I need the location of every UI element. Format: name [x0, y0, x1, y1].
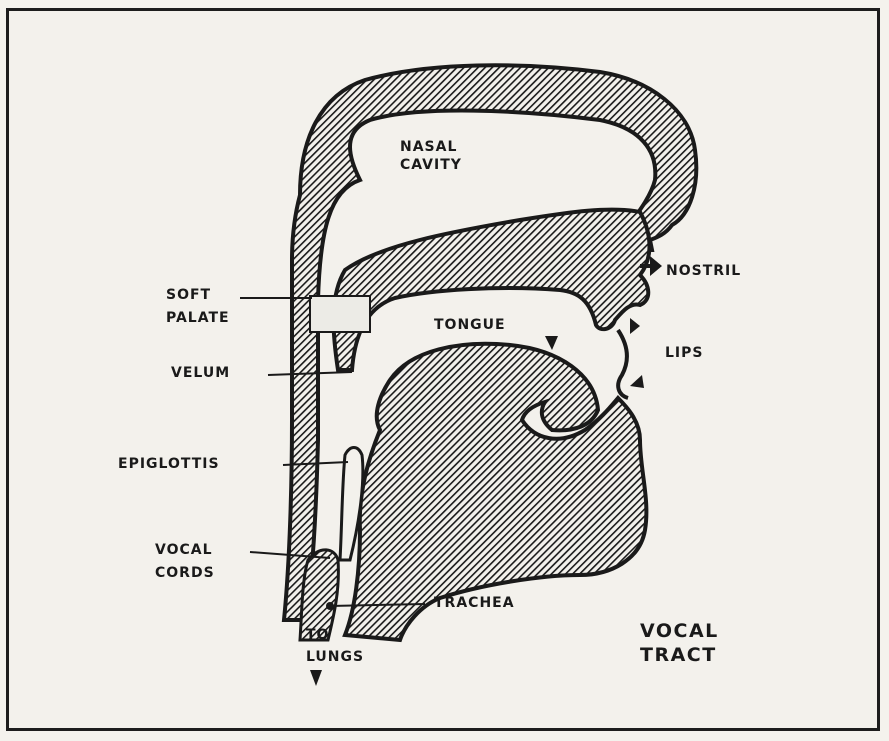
lips-arrow-upper-icon: [630, 318, 640, 334]
label-vocal: VOCAL: [155, 543, 213, 558]
label-palate: PALATE: [166, 311, 230, 326]
trachea-marker: [326, 602, 334, 610]
lips-shape: [618, 330, 628, 398]
label-tongue: TONGUE: [434, 318, 506, 333]
label-trachea: TRACHEA: [434, 596, 515, 611]
to-lungs-arrow-icon: [310, 670, 322, 686]
label-cavity: CAVITY: [400, 158, 462, 173]
label-soft: SOFT: [166, 288, 211, 303]
lips-arrow-lower-icon: [630, 375, 644, 388]
title-tract: TRACT: [640, 646, 717, 666]
label-cords: CORDS: [155, 566, 215, 581]
label-epiglottis: EPIGLOTTIS: [118, 457, 220, 472]
label-lips: LIPS: [665, 346, 703, 361]
title-vocal: VOCAL: [640, 622, 719, 642]
label-nasal: NASAL: [400, 140, 457, 155]
soft-palate-shape: [310, 296, 370, 332]
label-to: TO: [306, 628, 329, 643]
tongue-arrow-icon: [545, 336, 558, 350]
label-nostril: NOSTRIL: [666, 264, 741, 279]
label-velum: VELUM: [171, 366, 230, 381]
label-lungs: LUNGS: [306, 650, 364, 665]
